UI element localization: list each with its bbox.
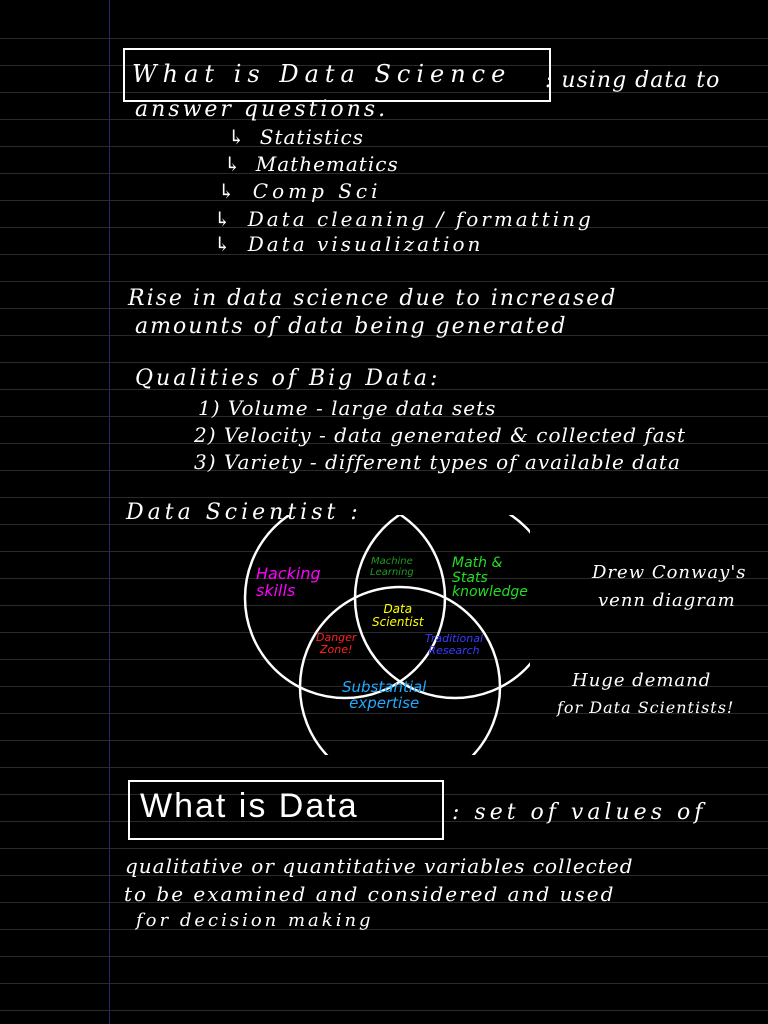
- data-definition-line-1: : set of values of: [452, 800, 707, 825]
- rise-line-1: Rise in data science due to increased: [128, 286, 618, 311]
- note-conway-line-1: Drew Conway's: [592, 562, 747, 583]
- rise-line-2: amounts of data being generated: [135, 314, 568, 339]
- heading-data-science: What is Data Science: [132, 60, 512, 88]
- venn-label-ml: Machine Learning: [370, 556, 414, 578]
- heading-box-data-science: [123, 48, 551, 102]
- list-item-data-visualization: ↳Data visualization: [214, 232, 484, 256]
- note-conway-line-2: venn diagram: [598, 590, 736, 611]
- quality-variety: 3) Variety - different types of availabl…: [194, 450, 681, 474]
- venn-label-traditional: Traditional Research: [425, 632, 484, 657]
- definition-line-1: : using data to: [545, 68, 721, 93]
- data-definition-line-4: for decision making: [136, 910, 374, 931]
- venn-label-danger: Danger Zone!: [316, 631, 357, 656]
- venn-diagram: [243, 515, 530, 755]
- venn-label-substantial: Substantial expertise: [342, 678, 427, 712]
- list-item-statistics: ↳Statistics: [228, 125, 365, 149]
- data-definition-line-2: qualitative or quantitative variables co…: [125, 854, 634, 878]
- data-scientist-heading: Data Scientist :: [126, 500, 362, 525]
- definition-line-2: answer questions.: [135, 97, 389, 122]
- notebook-margin-line: [109, 0, 110, 1024]
- data-definition-line-3: to be examined and considered and used: [124, 882, 616, 906]
- list-item-mathematics: ↳Mathematics: [224, 152, 399, 176]
- quality-velocity: 2) Velocity - data generated & collected…: [194, 423, 686, 447]
- heading-box-what-is-data: [128, 780, 444, 840]
- venn-label-ds: Data Scientist: [372, 602, 424, 629]
- qualities-heading: Qualities of Big Data:: [135, 366, 441, 391]
- venn-label-math: Math & Stats knowledge: [452, 555, 528, 601]
- list-item-data-cleaning: ↳Data cleaning / formatting: [214, 207, 594, 231]
- list-item-comp-sci: ↳Comp Sci: [218, 179, 382, 203]
- venn-circle-substantial: [298, 585, 502, 755]
- quality-volume: 1) Volume - large data sets: [198, 396, 497, 420]
- note-demand-line-2: for Data Scientists!: [557, 698, 735, 717]
- venn-label-hacking: Hacking skills: [256, 564, 321, 600]
- note-demand-line-1: Huge demand: [572, 670, 712, 691]
- heading-what-is-data: What is Data: [140, 787, 359, 825]
